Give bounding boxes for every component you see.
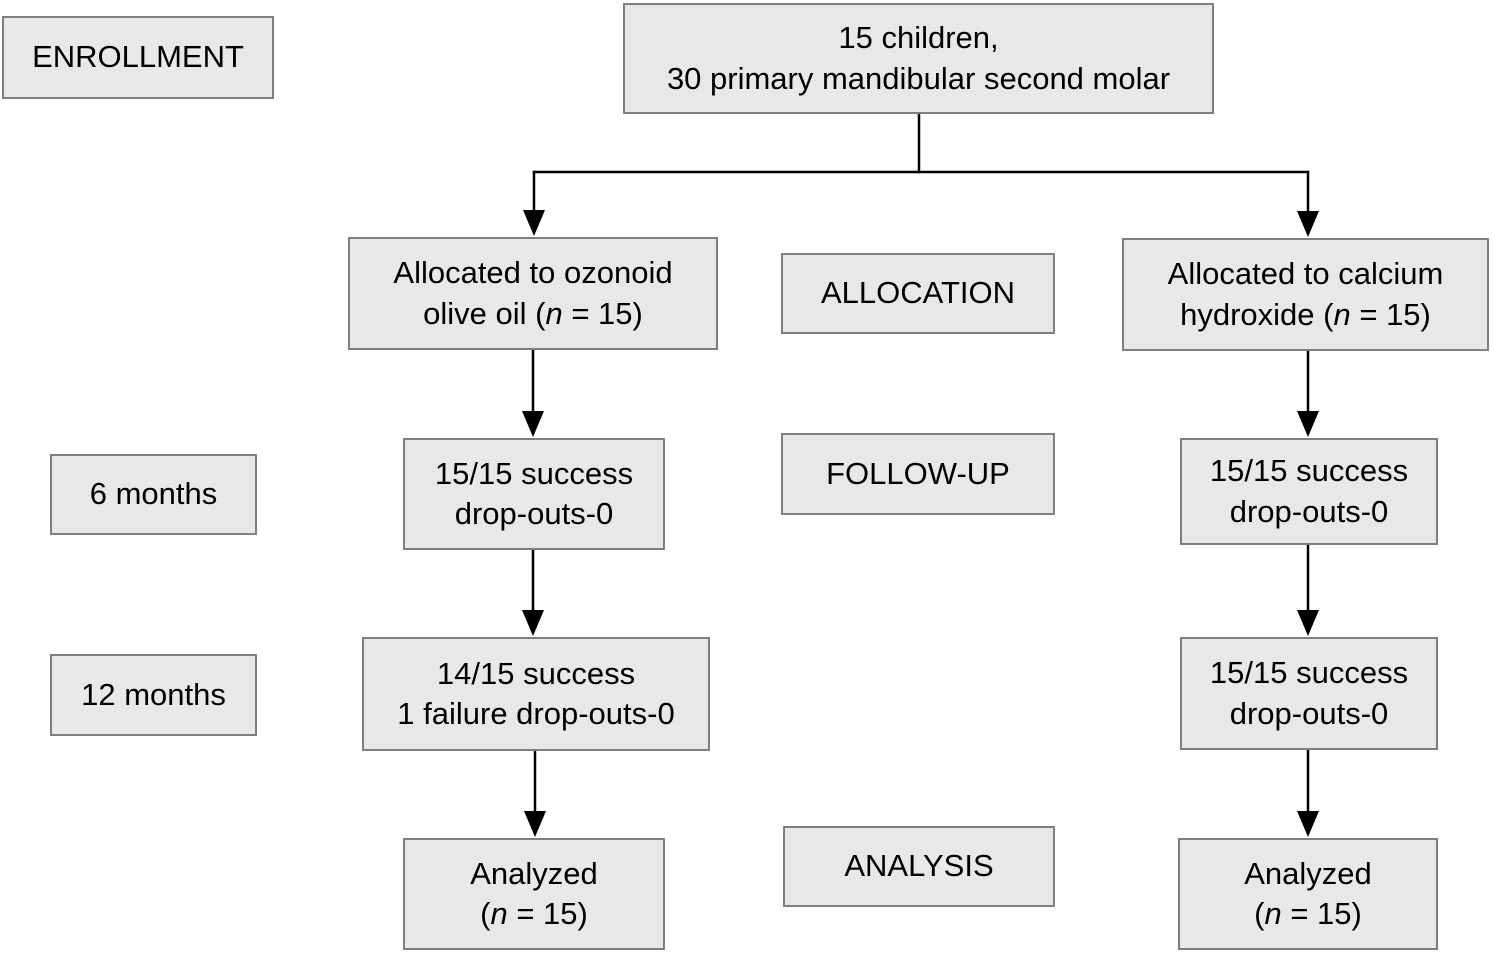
n-symbol: n — [490, 896, 508, 931]
left-analyzed-line2-prefix: ( — [480, 896, 491, 931]
enrollment-count-line1: 15 children, — [838, 20, 999, 56]
arrowhead-left-analyzed — [524, 811, 546, 837]
right-6month-outcome-box: 15/15 success drop-outs-0 — [1180, 438, 1438, 545]
right-analyzed-line1: Analyzed — [1244, 855, 1372, 891]
arrowhead-right-6m — [1297, 411, 1319, 437]
arrowhead-left-6m — [522, 411, 544, 437]
twelve-months-text: 12 months — [81, 676, 226, 712]
left-12month-line2: 1 failure drop-outs-0 — [397, 696, 675, 731]
left-allocation-line1: Allocated to ozonoid — [393, 255, 673, 291]
left-6month-line2: drop-outs-0 — [454, 496, 614, 531]
right-allocation-line2-prefix: hydroxide ( — [1180, 296, 1334, 332]
right-12month-line2: drop-outs-0 — [1229, 695, 1389, 731]
followup-stage-label: FOLLOW-UP — [781, 433, 1055, 515]
arrowhead-left-12m — [522, 610, 544, 636]
right-analyzed-box: Analyzed (n = 15) — [1178, 838, 1438, 950]
n-symbol: n — [545, 295, 563, 331]
n-symbol: n — [1264, 896, 1282, 931]
enrollment-count-box: 15 children, 30 primary mandibular secon… — [623, 3, 1214, 114]
arrowhead-left-branch — [523, 210, 545, 236]
allocation-stage-text: ALLOCATION — [820, 275, 1016, 311]
right-allocation-box: Allocated to calcium hydroxide (n = 15) — [1122, 238, 1489, 351]
right-allocation-line2-suffix: = 15) — [1350, 296, 1431, 332]
analysis-stage-text: ANALYSIS — [844, 848, 994, 884]
left-allocation-line2-prefix: olive oil ( — [423, 295, 546, 331]
followup-stage-text: FOLLOW-UP — [826, 455, 1010, 491]
left-6month-line1: 15/15 success — [434, 455, 634, 491]
left-allocation-box: Allocated to ozonoid olive oil (n = 15) — [348, 237, 718, 350]
right-analyzed-line2-suffix: = 15) — [1281, 896, 1362, 931]
arrowhead-right-analyzed — [1297, 811, 1319, 837]
enrollment-count-line2: 30 primary mandibular second molar — [666, 60, 1171, 96]
left-analyzed-line1: Analyzed — [470, 855, 598, 891]
left-12month-line1: 14/15 success — [436, 655, 636, 691]
left-6month-outcome-box: 15/15 success drop-outs-0 — [403, 438, 665, 550]
n-symbol: n — [1333, 296, 1351, 332]
right-analyzed-line2-prefix: ( — [1254, 896, 1265, 931]
left-analyzed-box: Analyzed (n = 15) — [403, 838, 665, 950]
left-analyzed-line2-suffix: = 15) — [507, 896, 588, 931]
left-12month-outcome-box: 14/15 success 1 failure drop-outs-0 — [362, 637, 710, 751]
analysis-stage-label: ANALYSIS — [783, 826, 1055, 907]
right-6month-line1: 15/15 success — [1209, 453, 1409, 489]
six-months-text: 6 months — [89, 476, 218, 512]
arrowhead-right-12m — [1297, 610, 1319, 636]
enrollment-stage-text: ENROLLMENT — [32, 39, 244, 75]
enrollment-stage-label: ENROLLMENT — [2, 16, 274, 99]
right-12month-line1: 15/15 success — [1209, 655, 1409, 691]
allocation-stage-label: ALLOCATION — [781, 253, 1055, 334]
arrowhead-right-branch — [1297, 211, 1319, 237]
right-12month-outcome-box: 15/15 success drop-outs-0 — [1180, 637, 1438, 750]
six-months-label: 6 months — [50, 454, 257, 535]
left-allocation-line2-suffix: = 15) — [562, 295, 643, 331]
twelve-months-label: 12 months — [50, 654, 257, 736]
right-allocation-line2: hydroxide (n = 15) — [1180, 295, 1431, 335]
left-analyzed-line2: (n = 15) — [480, 894, 588, 934]
right-6month-line2: drop-outs-0 — [1229, 493, 1389, 529]
left-allocation-line2: olive oil (n = 15) — [423, 294, 643, 334]
right-allocation-line1: Allocated to calcium — [1167, 256, 1444, 292]
right-analyzed-line2: (n = 15) — [1254, 894, 1362, 934]
